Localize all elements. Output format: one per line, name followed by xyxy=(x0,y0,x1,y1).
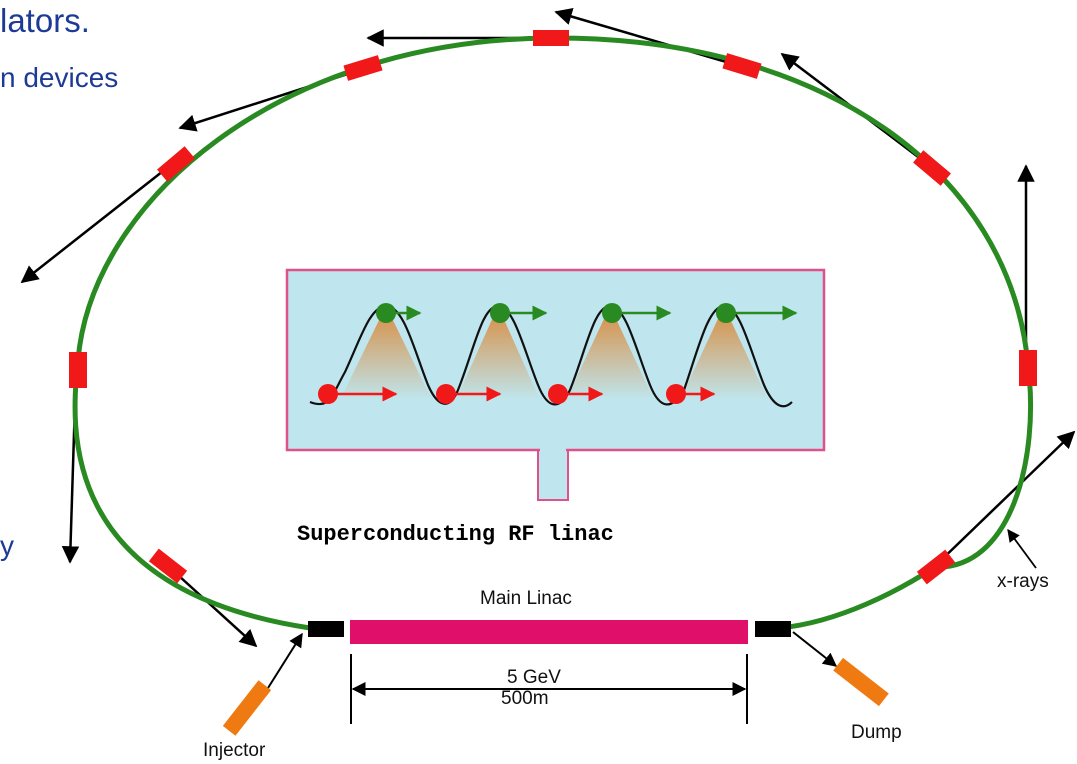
arrow-icon xyxy=(933,430,1076,568)
magnet xyxy=(913,150,951,186)
rf-cavity-inset xyxy=(285,268,826,501)
decelerating-bunches xyxy=(318,384,716,404)
arrow-icon xyxy=(554,8,741,68)
main-linac-label: Main Linac xyxy=(480,588,572,609)
magnet xyxy=(1019,350,1037,386)
inset-caption: Superconducting RF linac xyxy=(297,522,614,547)
dump-label: Dump xyxy=(851,722,902,743)
accelerating-bunches xyxy=(376,303,798,323)
magnet xyxy=(343,55,383,81)
arrow-icon xyxy=(20,163,173,284)
dump-extractor xyxy=(755,621,791,637)
circle-icon xyxy=(376,303,396,323)
dump-block xyxy=(833,657,889,707)
circle-icon xyxy=(318,384,338,404)
arrow-icon xyxy=(1007,528,1037,569)
circle-icon xyxy=(436,384,456,404)
energy-label: 5 GeV xyxy=(507,667,561,688)
rf-peak-fill xyxy=(340,306,432,400)
magnet xyxy=(69,352,87,388)
main-linac-bar xyxy=(350,620,748,644)
inset-stem xyxy=(537,447,569,501)
rf-peak-fill xyxy=(680,306,768,400)
arrow-icon xyxy=(792,631,838,667)
slide-title-fragment: lators. xyxy=(0,2,90,39)
magnet xyxy=(533,30,569,46)
arrow-icon xyxy=(167,565,258,648)
rf-peak-fill xyxy=(456,306,540,400)
circle-icon xyxy=(666,384,686,404)
magnet xyxy=(722,53,762,79)
circle-icon xyxy=(548,384,568,404)
injection-merger xyxy=(308,621,344,637)
magnet xyxy=(916,549,956,585)
undulator-magnets xyxy=(69,30,1037,585)
injector-block xyxy=(222,680,272,736)
slide-bullet-fragment-lower: y xyxy=(0,530,14,561)
injector-label: Injector xyxy=(203,740,266,761)
magnet xyxy=(157,146,195,182)
circle-icon xyxy=(716,303,736,323)
circle-icon xyxy=(602,303,622,323)
slide-bullet-fragment: n devices xyxy=(0,62,119,93)
rf-peak-fill xyxy=(566,306,654,400)
arrow-icon xyxy=(267,632,303,689)
length-label: 500m xyxy=(501,688,549,709)
xrays-label: x-rays xyxy=(997,571,1049,592)
circle-icon xyxy=(490,303,510,323)
magnet xyxy=(148,548,188,584)
storage-ring xyxy=(72,35,1033,631)
inset-joint xyxy=(540,446,566,452)
